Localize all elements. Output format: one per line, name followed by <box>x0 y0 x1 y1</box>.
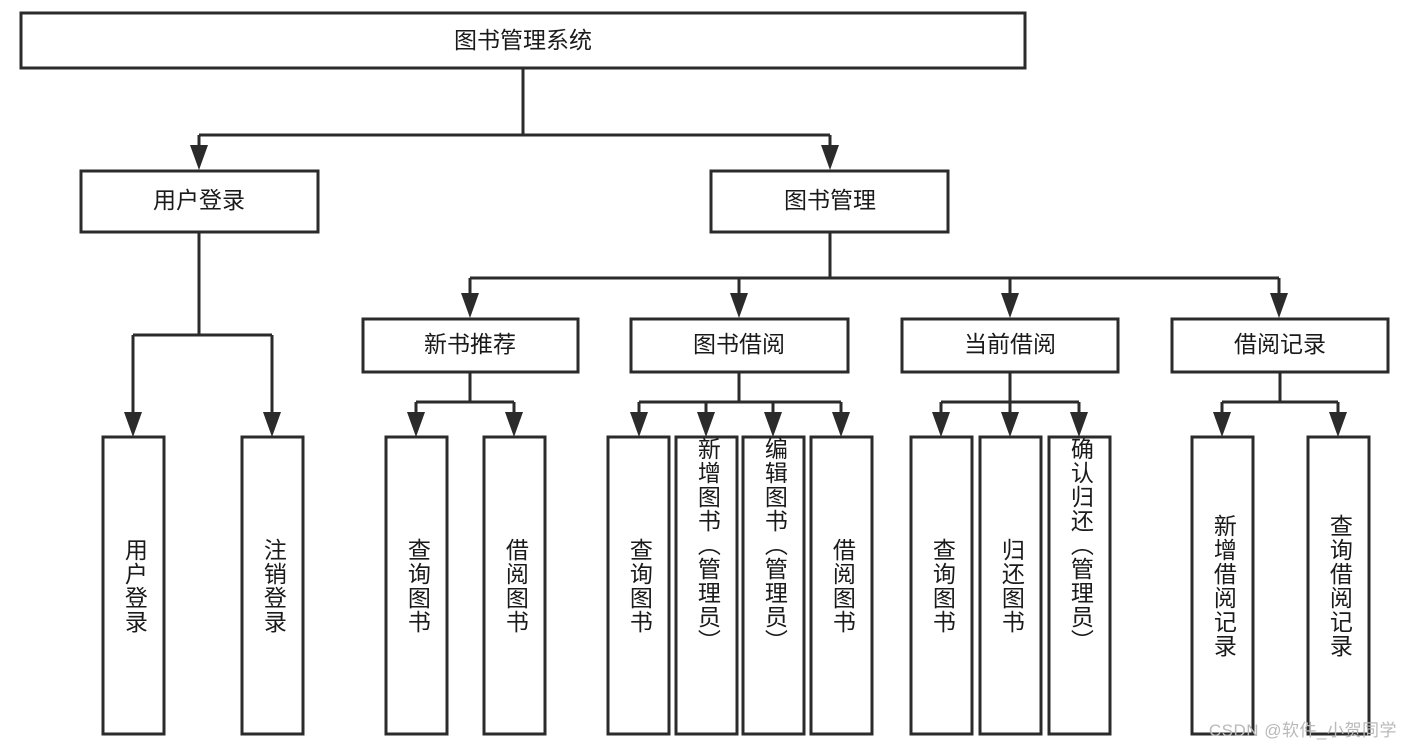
connector-user-login-to-leaves <box>124 232 281 437</box>
node-root-rect[interactable] <box>19 11 1027 70</box>
leaf-rect-query-book-3[interactable] <box>909 435 974 736</box>
arrowhead-leaf-4 <box>697 412 715 437</box>
leaf-rect-add-book[interactable] <box>674 435 739 736</box>
connector-borrow-records-to-leaves <box>1213 372 1347 437</box>
node-borrow-records[interactable]: 借阅记录 <box>1170 317 1390 374</box>
arrowhead-leaf-9 <box>1070 412 1088 437</box>
node-user-login-rect[interactable] <box>79 169 320 234</box>
arrowhead-leaf-8 <box>1001 412 1019 437</box>
leaf-rect-return-book[interactable] <box>978 435 1043 736</box>
node-root[interactable]: 图书管理系统 <box>19 11 1027 70</box>
node-current-borrow[interactable]: 当前借阅 <box>900 317 1120 374</box>
arrowhead-leaf-logout <box>263 412 281 437</box>
arrowhead-current-borrow <box>1001 293 1019 318</box>
arrowhead-leaf-10 <box>1213 412 1231 437</box>
arrowhead-book-borrow <box>730 293 748 318</box>
node-user-login-label: 用户登录 <box>153 187 245 213</box>
arrowhead-leaf-1 <box>407 412 425 437</box>
connector-book-borrow-to-leaves <box>630 372 850 437</box>
node-book-borrow-label: 图书借阅 <box>693 331 785 357</box>
node-book-management[interactable]: 图书管理 <box>709 169 950 234</box>
node-current-borrow-rect[interactable] <box>900 317 1120 374</box>
arrowhead-leaf-6 <box>832 412 850 437</box>
node-new-book-recommend-rect[interactable] <box>361 317 580 374</box>
arrowhead-leaf-7 <box>932 412 950 437</box>
leaf-rect-query-book-1[interactable] <box>384 435 449 736</box>
arrowhead-leaf-5 <box>764 412 782 437</box>
connector-current-borrow-to-leaves <box>932 372 1088 437</box>
arrowhead-book-manage <box>821 145 839 170</box>
leaf-rect-logout[interactable] <box>240 435 305 736</box>
arrowhead-user-login <box>190 145 208 170</box>
leaf-rect-confirm-return[interactable] <box>1047 435 1112 736</box>
node-user-login[interactable]: 用户登录 <box>79 169 320 234</box>
connector-book-management-to-level3 <box>461 232 1288 318</box>
leaf-rect-user-login[interactable] <box>101 435 166 736</box>
node-book-management-label: 图书管理 <box>784 187 876 213</box>
arrowhead-leaf-user-login <box>124 412 142 437</box>
leaf-rect-add-record[interactable] <box>1190 435 1255 736</box>
connector-new-book-recommend-to-leaves <box>407 372 523 437</box>
node-new-book-recommend[interactable]: 新书推荐 <box>361 317 580 374</box>
arrowhead-leaf-11 <box>1329 412 1347 437</box>
node-new-book-recommend-label: 新书推荐 <box>424 331 516 357</box>
connector-root-to-level2 <box>190 68 839 170</box>
arrowhead-borrow-records <box>1270 293 1288 318</box>
watermark-text: CSDN @软件_小贺同学 <box>1208 721 1397 740</box>
arrowhead-leaf-2 <box>505 412 523 437</box>
leaf-rect-borrow-book-1[interactable] <box>482 435 547 736</box>
leaf-rect-query-book-2[interactable] <box>606 435 671 736</box>
leaf-rect-borrow-book-2[interactable] <box>809 435 874 736</box>
node-borrow-records-label: 借阅记录 <box>1234 331 1326 357</box>
arrowhead-leaf-3 <box>630 412 648 437</box>
node-root-label: 图书管理系统 <box>454 27 592 53</box>
arrowhead-new-book-recommend <box>461 293 479 318</box>
node-current-borrow-label: 当前借阅 <box>964 331 1056 357</box>
leaf-rect-query-record[interactable] <box>1306 435 1371 736</box>
leaf-rect-edit-book[interactable] <box>741 435 806 736</box>
node-book-borrow[interactable]: 图书借阅 <box>629 317 850 374</box>
